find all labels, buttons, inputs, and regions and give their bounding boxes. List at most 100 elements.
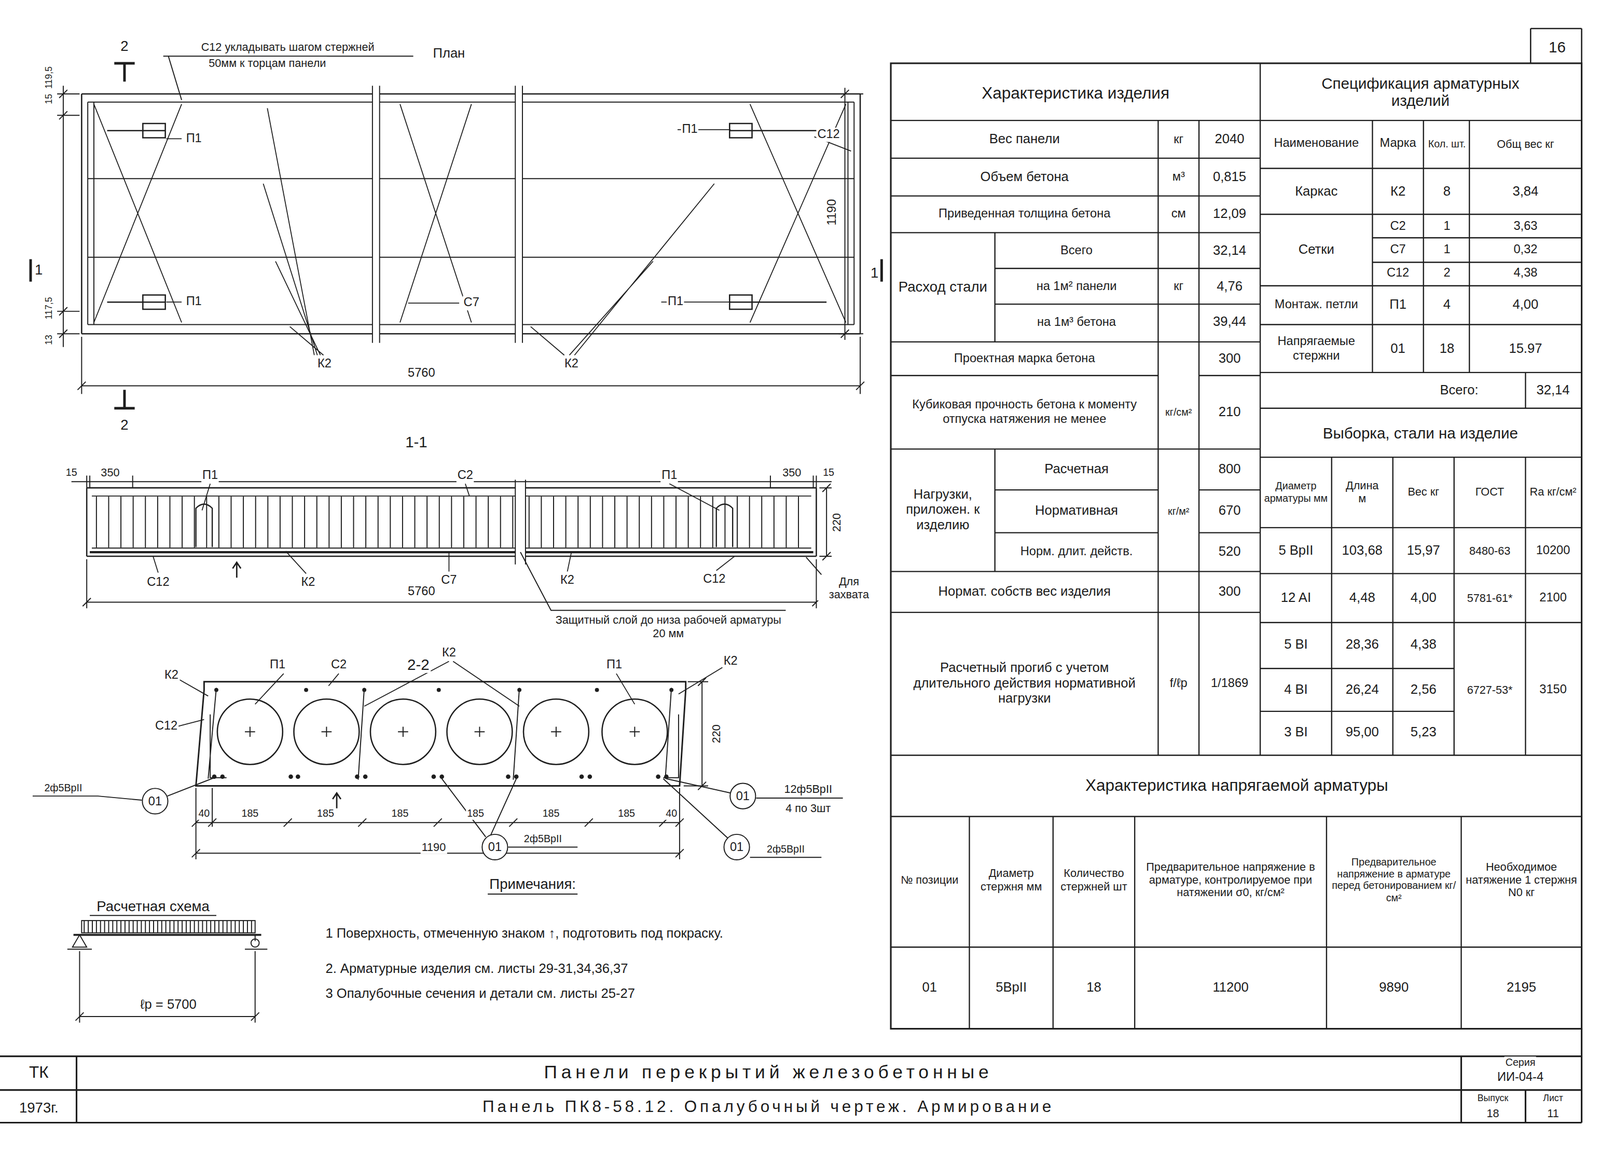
drawing-label: 4 по 3шт <box>784 801 832 815</box>
drawing-label: П1 <box>185 131 203 146</box>
drawing-label: 12ф5ВрII <box>783 782 834 796</box>
drawing-label: 4,00 <box>1409 590 1438 606</box>
drawing-label: 11200 <box>1211 980 1250 996</box>
drawing-label: П1 <box>666 295 685 310</box>
drawing-label: 1190 <box>825 198 840 227</box>
drawing-label: 800 <box>1217 461 1243 477</box>
drawing-label: 01 <box>921 980 939 996</box>
drawing-label: К2 <box>563 357 580 372</box>
callout-circle: 01 <box>141 787 169 815</box>
drawing-label: Проектная марка бетона <box>953 352 1097 367</box>
drawing-label: 5ВрII <box>994 980 1028 996</box>
drawing-label: С12 <box>145 575 171 590</box>
drawing-label: 5781-61* <box>1466 591 1514 605</box>
drawing-label: кг/см² <box>1164 406 1193 419</box>
drawing-label: 1 Поверхность, отмеченную знаком ↑, подг… <box>324 926 766 942</box>
drawing-label: С12 <box>1385 266 1411 281</box>
drawing-label: 15,97 <box>1405 543 1442 559</box>
drawing-label: 11 <box>1546 1106 1560 1120</box>
drawing-label: 0,32 <box>1512 242 1539 257</box>
drawing-label: 670 <box>1217 503 1243 519</box>
drawing-label: 2-2 <box>406 655 431 673</box>
drawing-label: План <box>432 46 467 62</box>
callout-circle: 01 <box>723 833 750 861</box>
drawing-label: С7 <box>1389 242 1408 257</box>
drawing-label: Приведенная толщина бетона <box>937 207 1112 222</box>
drawing-label: 5 BI <box>1283 637 1309 653</box>
drawing-label: Выборка, стали на изделие <box>1321 423 1520 442</box>
drawing-label: 6727-53* <box>1466 683 1514 697</box>
drawing-label: Характеристика напрягаемой арматуры <box>1084 776 1390 795</box>
drawing-label: 1 <box>869 264 880 281</box>
drawing-label: Ra кг/см² <box>1526 485 1580 499</box>
drawing-label: 39,44 <box>1211 314 1248 330</box>
drawing-label: 32,14 <box>1211 243 1248 259</box>
drawing-label: 3150 <box>1538 682 1568 697</box>
drawing-label: 117,5 <box>43 296 54 321</box>
drawing-label: 28,36 <box>1344 637 1381 653</box>
drawing-label: К2 <box>1389 184 1407 200</box>
drawing-label: 95,00 <box>1344 724 1381 740</box>
drawing-label: 15 <box>43 92 54 106</box>
callout-number: 01 <box>729 840 744 854</box>
callout-number: 01 <box>736 789 750 803</box>
drawing-label: 1 <box>1442 242 1452 257</box>
drawing-label: 3 Опалубочные сечения и детали см. листы… <box>324 986 636 1002</box>
drawing-label: Кубиковая прочность бетона к моменту отп… <box>895 397 1154 426</box>
drawing-label: 32,14 <box>1535 383 1571 399</box>
drawing-label: 119,5 <box>43 65 54 90</box>
drawing-label: 5760 <box>406 366 436 381</box>
drawing-label: Серия <box>1504 1056 1537 1069</box>
drawing-label: Лист <box>1541 1092 1564 1103</box>
drawing-label: Предварительное напряжение в арматуре, к… <box>1137 860 1324 900</box>
drawing-label: 350 <box>781 465 803 479</box>
drawing-label: П1 <box>1388 297 1408 313</box>
drawing-label: Необходимое натяжение 1 стержня N0 кг <box>1464 860 1579 900</box>
drawing-label: Норм. длит. действ. <box>1019 544 1134 559</box>
drawing-label: С7 <box>462 296 481 311</box>
drawing-label: Общ вес кг <box>1473 137 1578 151</box>
drawing-label: 2ф5ВрII <box>43 781 84 794</box>
drawing-label: 18 <box>1085 980 1102 996</box>
drawing-label: 1 <box>1442 219 1452 234</box>
drawing-label: м³ <box>1171 170 1186 185</box>
drawing-label: С2 <box>1389 219 1408 234</box>
drawing-label: 2. Арматурные изделия см. листы 29-31,34… <box>324 961 629 977</box>
drawing-label: 4,00 <box>1511 297 1540 313</box>
drawing-label: ℓр = 5700 <box>139 997 198 1013</box>
drawing-label: Количество стержней шт <box>1054 866 1134 893</box>
drawing-label: П1 <box>201 468 219 483</box>
drawing-label: 12,09 <box>1211 206 1248 222</box>
drawing-label: П1 <box>660 468 679 483</box>
drawing-label: 1190 <box>420 840 447 854</box>
callout-circle: 01 <box>729 782 756 810</box>
drawing-label: 18 <box>1485 1106 1500 1120</box>
drawing-label: 2040 <box>1214 132 1246 148</box>
drawing-label: С12 <box>701 572 727 587</box>
drawing-label: ГОСТ <box>1474 485 1506 499</box>
drawing-label: Расчетный прогиб с учетом длительного де… <box>901 660 1149 707</box>
drawing-label: 0,815 <box>1211 170 1248 186</box>
drawing-label: 185 <box>315 807 336 820</box>
drawing-label: Панели перекрытий железобетонные <box>542 1061 994 1084</box>
drawing-label: К2 <box>163 668 180 683</box>
drawing-label: 40 <box>197 807 211 820</box>
drawing-label: Предварительное напряжение в арматуре пе… <box>1329 856 1459 903</box>
drawing-label: 520 <box>1217 544 1243 560</box>
drawing-label: 210 <box>1217 404 1243 420</box>
drawing-label: К2 <box>440 645 458 660</box>
drawing-label: 220 <box>709 723 723 744</box>
drawing-label: 2 <box>119 37 130 55</box>
drawing-label: П1 <box>185 295 203 310</box>
drawing-label: Каркас <box>1293 184 1339 200</box>
drawing-label: Характеристика изделия <box>980 84 1171 104</box>
drawing-label: 220 <box>830 512 844 533</box>
drawing-label: С12 <box>154 719 179 734</box>
drawing-label: 18 <box>1438 341 1456 357</box>
drawing-label: Вес кг <box>1401 485 1445 499</box>
drawing-label: С2 <box>456 468 475 483</box>
drawing-label: Марка <box>1378 136 1418 151</box>
drawing-label: 103,68 <box>1341 543 1384 559</box>
drawing-label: 2ф5ВрII <box>522 832 563 845</box>
